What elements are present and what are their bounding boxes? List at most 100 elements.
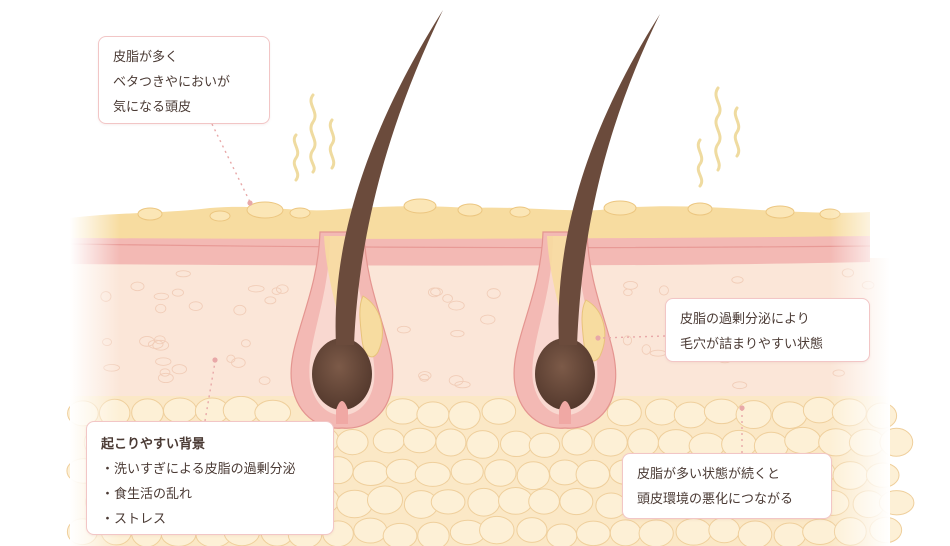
sebum-droplets — [137, 198, 841, 222]
dermis-cell — [448, 300, 465, 311]
fat-cell — [673, 401, 708, 429]
follicle-left — [290, 10, 443, 429]
dermis-cell — [155, 303, 167, 314]
epidermis-layer — [70, 232, 870, 266]
leader-lines — [204, 123, 743, 453]
fat-cell — [467, 487, 501, 517]
sebum-droplet — [457, 203, 483, 217]
fat-cell — [479, 515, 515, 545]
hair-shaft-left — [335, 10, 443, 345]
leader-sebum — [211, 123, 251, 203]
dermis-cell — [427, 287, 441, 298]
fat-cell — [559, 487, 594, 516]
callout-causes-title: 起こりやすい背景 — [101, 437, 206, 452]
dermis-cell — [157, 372, 174, 384]
fat-cell — [450, 458, 484, 485]
callout-sebum-line-3: 気になる頭皮 — [113, 100, 192, 115]
fat-cell — [675, 517, 712, 546]
callout-sebum-line-2: ベタつきやにおいが — [113, 75, 231, 90]
fat-cell — [403, 427, 437, 454]
callout-worsening: 皮脂が多い状態が続くと 頭皮環境の悪化につながる — [622, 453, 832, 519]
dermis-cell — [139, 335, 155, 347]
fat-cell — [561, 428, 593, 456]
dermis-cell — [623, 280, 638, 290]
dermis-cell — [486, 288, 501, 299]
fat-cell — [336, 489, 373, 519]
hair-bulb-left — [312, 338, 372, 410]
hair-shaft-right — [558, 14, 660, 345]
fat-cell — [430, 489, 466, 515]
odor-lines-left — [292, 93, 336, 182]
fat-cell — [575, 459, 611, 489]
fat-cell — [366, 485, 404, 515]
dermis-cell — [226, 354, 236, 363]
dermis-cell — [622, 335, 633, 346]
dermis-cell — [240, 339, 251, 348]
callout-pores-line-2: 毛穴が詰まりやすい状態 — [680, 337, 824, 352]
fat-cell — [576, 520, 611, 546]
dermis-cell — [731, 276, 744, 284]
sebum-droplet — [765, 205, 795, 219]
dermis-cell — [419, 374, 430, 382]
callout-worsen-line-2: 頭皮環境の悪化につながる — [637, 492, 794, 507]
callout-pores-line-1: 皮脂の過剰分泌により — [680, 312, 810, 327]
sebum-droplet — [137, 207, 163, 221]
fat-cell — [735, 400, 772, 430]
sebum-droplet — [687, 202, 713, 216]
leader-pores — [599, 335, 666, 339]
callout-causes-item-1: ・洗いすぎによる皮脂の過剰分泌 — [101, 462, 296, 477]
fat-cell — [638, 519, 674, 546]
dermis-cell — [275, 284, 289, 294]
fat-cell — [382, 522, 418, 546]
sebum-droplet — [403, 198, 437, 214]
dermis-cell — [147, 339, 164, 349]
leader-causes — [204, 361, 216, 422]
callout-clogged-pores: 皮脂の過剰分泌により 毛穴が詰まりやすい状態 — [665, 298, 870, 362]
fat-cell — [416, 401, 450, 428]
odor-lines-right — [696, 86, 741, 188]
callout-causes-item-2: ・食生活の乱れ — [101, 487, 193, 502]
hair-bulb-right — [535, 338, 595, 410]
fat-cell — [417, 521, 450, 546]
fat-cell — [773, 522, 806, 546]
fat-cell — [606, 398, 642, 427]
dermis-cell — [258, 376, 271, 385]
dermis-cell — [159, 368, 171, 377]
dermal-papilla-left — [336, 401, 348, 424]
sebum-droplet — [509, 206, 531, 218]
fat-cell — [528, 432, 561, 458]
fat-cell — [435, 428, 467, 457]
fat-cell — [481, 398, 517, 425]
callout-worsen-line-1: 皮脂が多い状態が続くと — [637, 467, 781, 482]
dermis-cell — [396, 325, 411, 334]
fat-cell — [498, 486, 534, 515]
fat-cell — [372, 428, 405, 454]
fat-cell — [448, 401, 481, 430]
fat-cell — [353, 517, 388, 544]
dermis-cell — [264, 296, 277, 305]
fat-cell — [499, 430, 533, 458]
fat-cell — [484, 459, 517, 487]
fat-cell — [546, 523, 578, 546]
dermis-cell — [155, 357, 172, 366]
dermis-cell — [480, 314, 496, 325]
fat-cell — [162, 397, 197, 424]
dermis-cell — [171, 364, 188, 375]
fade-right — [830, 190, 890, 546]
sebum-droplet — [603, 200, 637, 216]
callout-sebum-line-1: 皮脂が多く — [113, 50, 179, 65]
fat-cell — [528, 488, 560, 515]
dermis-cell — [130, 281, 145, 292]
fat-cell — [414, 461, 451, 487]
callout-sebum-scalp: 皮脂が多く ベタつきやにおいが 気になる頭皮 — [98, 36, 270, 124]
dermis-cell — [152, 339, 170, 351]
sebaceous-gland-left — [359, 295, 383, 358]
fat-cell — [516, 461, 550, 491]
callout-causes: 起こりやすい背景 ・洗いすぎによる皮脂の過剰分泌 ・食生活の乱れ ・ストレス — [86, 421, 334, 535]
callout-causes-item-3: ・ストレス — [101, 512, 167, 527]
fat-cell — [784, 426, 822, 455]
sebum-droplet — [209, 210, 231, 222]
follicle-right — [513, 14, 660, 429]
dermis-cell — [732, 381, 748, 390]
